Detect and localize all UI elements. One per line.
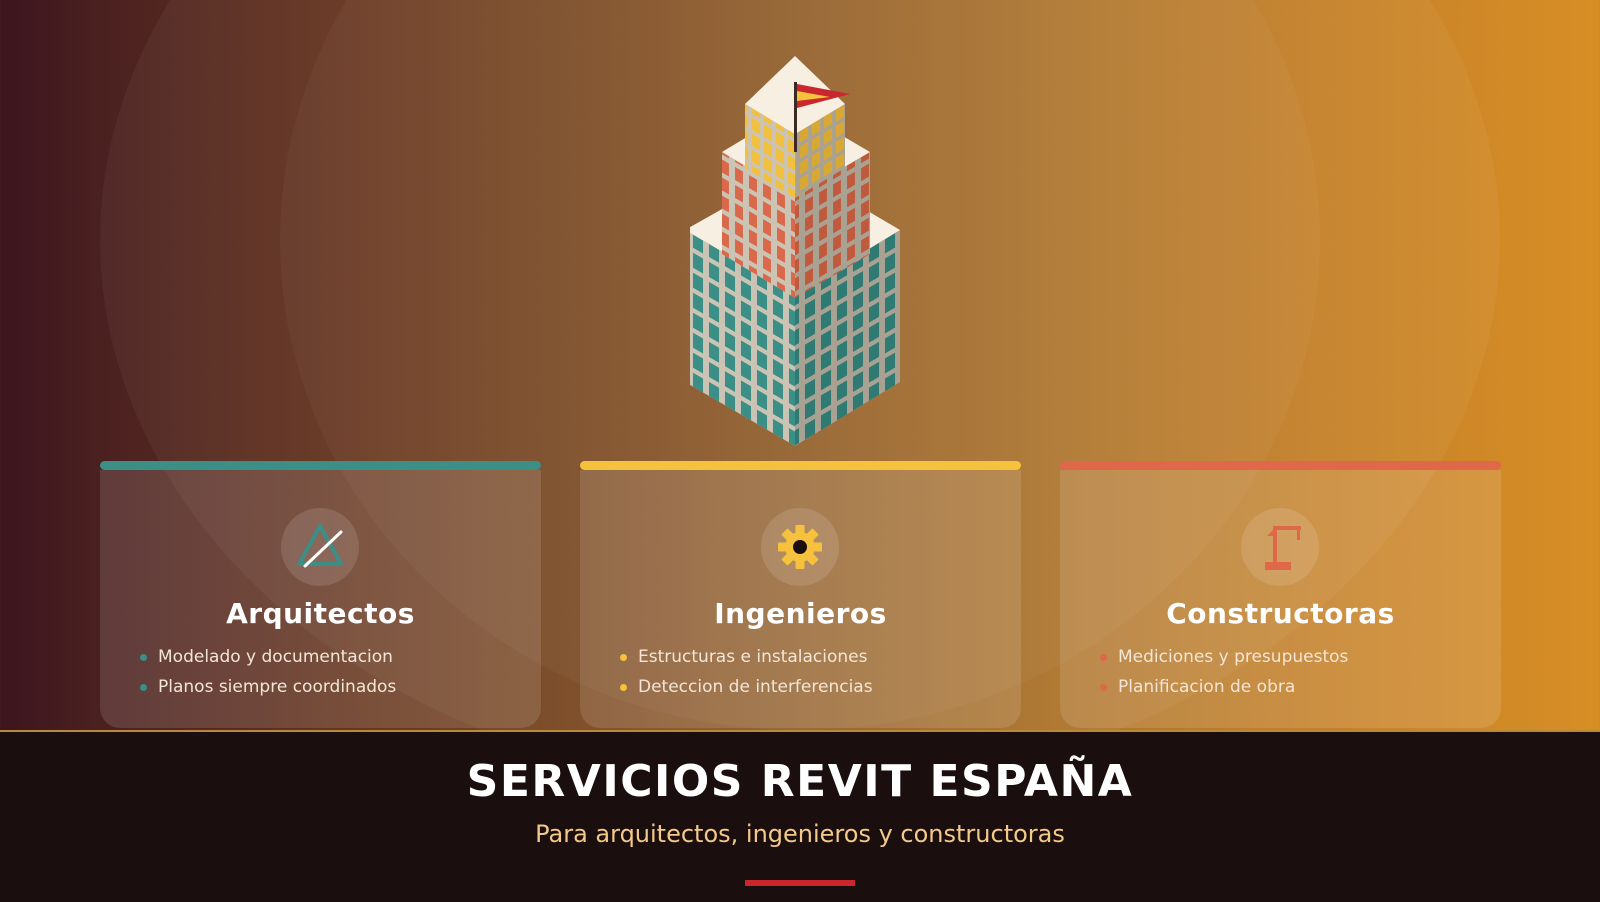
list-item-text: Estructuras e instalaciones xyxy=(638,647,868,667)
page-subtitle: Para arquitectos, ingenieros y construct… xyxy=(535,820,1065,848)
crane-icon xyxy=(1265,526,1301,570)
card-arquitectos: Arquitectos Modelado y documentacion Pla… xyxy=(100,461,541,728)
bullet-dot xyxy=(620,654,627,661)
card-accent-bar xyxy=(100,461,541,470)
isometric-tower-icon xyxy=(690,56,900,446)
bullet-dot xyxy=(620,684,627,691)
list-item: Deteccion de interferencias xyxy=(618,672,873,702)
list-item-text: Mediciones y presupuestos xyxy=(1118,647,1349,667)
card-title: Arquitectos xyxy=(226,597,415,630)
list-item: Planificacion de obra xyxy=(1098,672,1348,702)
card-feature-list: Mediciones y presupuestos Planificacion … xyxy=(1098,642,1348,702)
card-title: Constructoras xyxy=(1166,597,1395,630)
bullet-dot xyxy=(1100,654,1107,661)
card-ingenieros: Ingenieros Estructuras e instalaciones D… xyxy=(580,461,1021,728)
card-title: Ingenieros xyxy=(714,597,887,630)
card-icon-circle xyxy=(1241,508,1319,586)
card-accent-bar xyxy=(1060,461,1501,470)
card-accent-bar xyxy=(580,461,1021,470)
hero-illustration xyxy=(690,48,910,468)
bullet-dot xyxy=(140,654,147,661)
list-item-text: Deteccion de interferencias xyxy=(638,677,873,697)
card-feature-list: Modelado y documentacion Planos siempre … xyxy=(138,642,396,702)
list-item-text: Planos siempre coordinados xyxy=(158,677,397,697)
footer-accent-line xyxy=(745,880,855,886)
triangle-ruler-icon xyxy=(297,524,343,568)
bullet-dot xyxy=(1100,684,1107,691)
page-title: SERVICIOS REVIT ESPAÑA xyxy=(466,756,1134,807)
card-icon-circle xyxy=(761,508,839,586)
footer-banner: SERVICIOS REVIT ESPAÑA Para arquitectos,… xyxy=(0,730,1600,902)
card-icon-circle xyxy=(281,508,359,586)
list-item: Planos siempre coordinados xyxy=(138,672,396,702)
list-item-text: Modelado y documentacion xyxy=(158,647,393,667)
card-feature-list: Estructuras e instalaciones Deteccion de… xyxy=(618,642,873,702)
spanish-flag-icon xyxy=(794,82,850,152)
list-item: Mediciones y presupuestos xyxy=(1098,642,1348,672)
list-item: Modelado y documentacion xyxy=(138,642,396,672)
gear-icon xyxy=(778,525,822,569)
list-item-text: Planificacion de obra xyxy=(1118,677,1296,697)
bullet-dot xyxy=(140,684,147,691)
card-constructoras: Constructoras Mediciones y presupuestos … xyxy=(1060,461,1501,728)
list-item: Estructuras e instalaciones xyxy=(618,642,873,672)
